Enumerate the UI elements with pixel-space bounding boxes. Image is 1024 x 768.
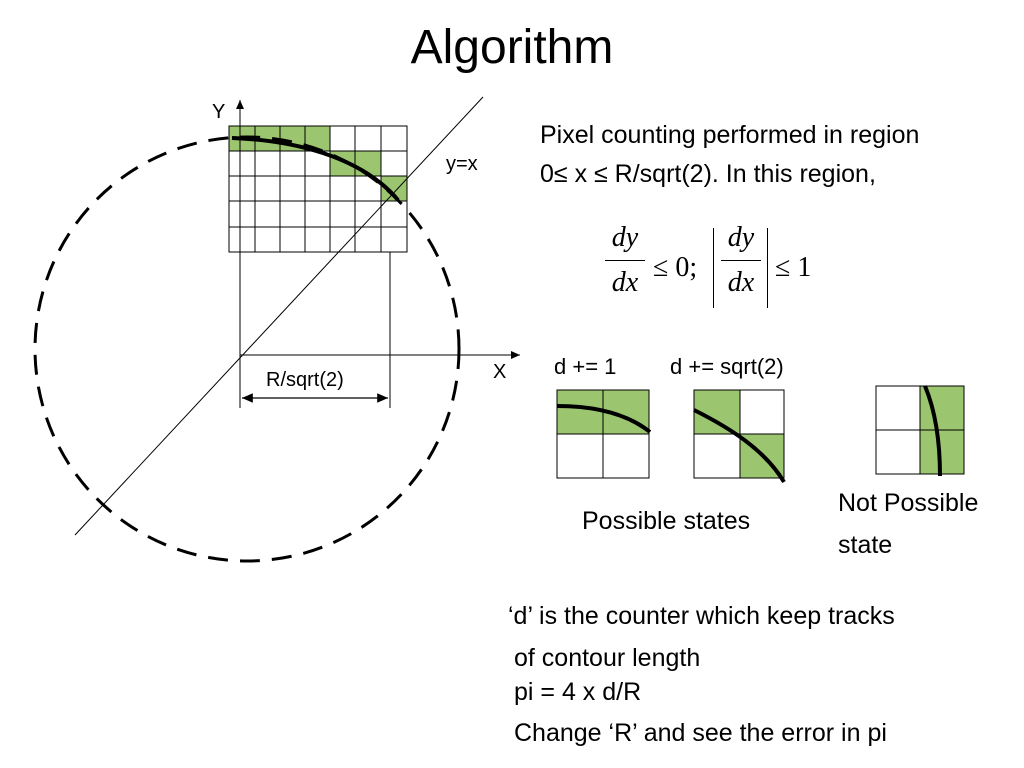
frac2-denominator: dx — [727, 267, 755, 298]
diagonal-line — [74, 96, 484, 536]
description-line-1: Pixel counting performed in region — [540, 121, 920, 149]
not-possible-label-line-2: state — [838, 531, 893, 559]
circle-pixel-diagram: Y X y=x R/sqrt(2) — [33, 96, 520, 563]
state-label-dsqrt: d += sqrt(2) — [670, 354, 784, 379]
x-axis-label: X — [493, 361, 506, 383]
state-label-d1: d += 1 — [554, 354, 616, 379]
formula-middle: ≤ 0; — [653, 252, 698, 283]
possible-states-label: Possible states — [582, 507, 751, 535]
slide-title: Algorithm — [410, 21, 614, 74]
diagonal-label: y=x — [446, 153, 478, 175]
frac1-denominator: dx — [611, 267, 639, 298]
note-line-4: Change ‘R’ and see the error in pi — [514, 719, 887, 747]
not-possible-label-line-1: Not Possible — [838, 489, 979, 517]
frac1-numerator: dy — [611, 222, 639, 253]
note-line-2: of contour length — [514, 644, 701, 672]
pixel-states-diagram: d += 1 d += sqrt(2) — [554, 354, 965, 484]
derivative-formula: dy dx ≤ 0; dy dx ≤ 1 — [595, 222, 835, 314]
state-diagonal — [693, 389, 786, 484]
width-label: R/sqrt(2) — [266, 369, 344, 391]
note-line-1: ‘d’ is the counter which keep tracks — [508, 602, 895, 630]
state-vertical-not-possible — [875, 385, 965, 477]
state-horizontal — [556, 389, 652, 479]
frac2-numerator: dy — [727, 222, 755, 253]
formula-end: ≤ 1 — [775, 252, 812, 283]
circle-arc-curve — [231, 136, 400, 202]
y-axis-label: Y — [212, 101, 225, 123]
highlighted-pixels — [229, 126, 407, 201]
description-line-2: 0≤ x ≤ R/sqrt(2). In this region, — [540, 160, 876, 188]
note-line-3: pi = 4 x d/R — [514, 678, 642, 706]
